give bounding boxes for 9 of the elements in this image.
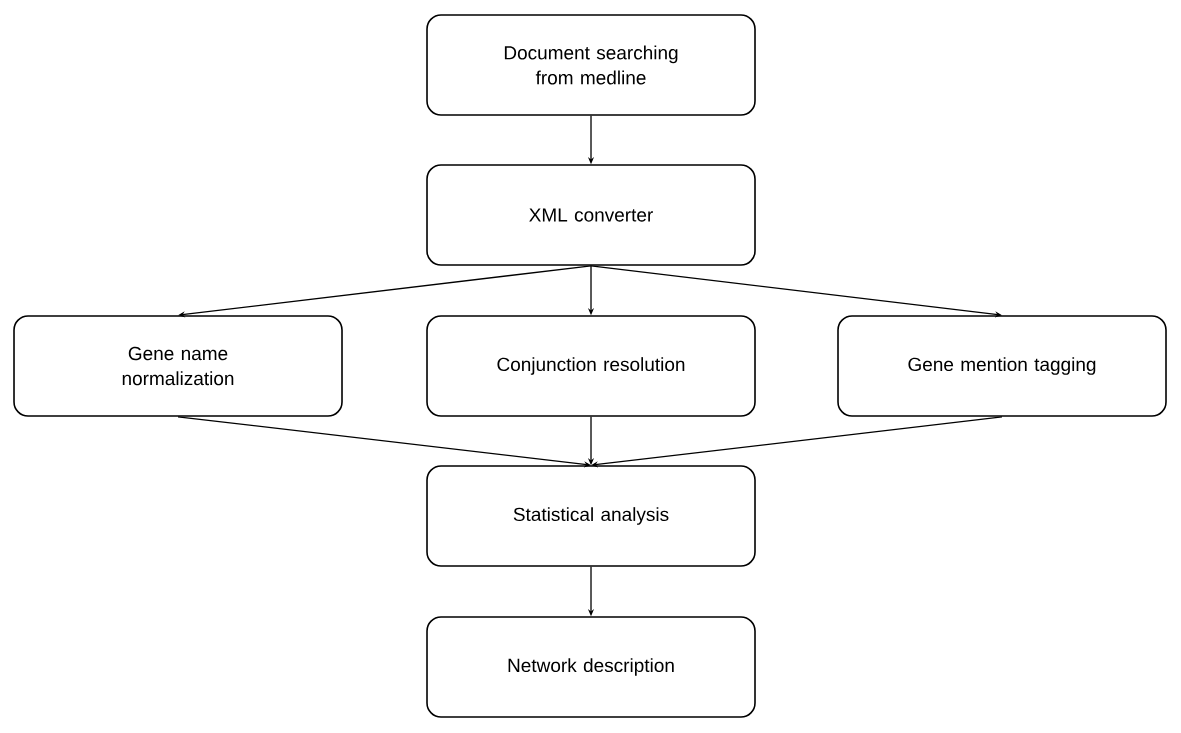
process-box: Gene mention tagging <box>837 315 1167 417</box>
arrow <box>178 265 592 318</box>
process-box: Conjunction resolution <box>426 315 756 417</box>
arrow <box>591 416 1003 468</box>
process-box: Document searching from medline <box>426 14 756 116</box>
process-box: Statistical analysis <box>426 465 756 567</box>
process-box: Network description <box>426 616 756 718</box>
process-box: XML converter <box>426 164 756 266</box>
process-box: Gene name normalization <box>13 315 343 417</box>
